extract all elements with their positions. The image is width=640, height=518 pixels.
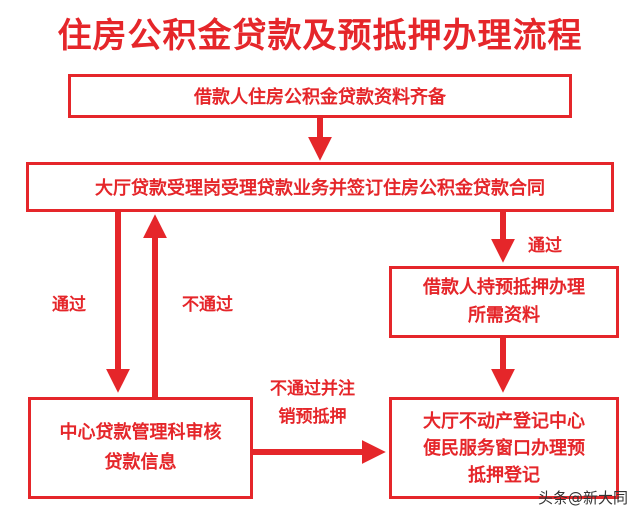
step-register-pre-mortgage-line-1: 大厅不动产登记中心 bbox=[423, 410, 585, 432]
step-center-review-line-1: 中心贷款管理科审核 bbox=[59, 422, 222, 443]
edge-label-pass-right: 通过 bbox=[528, 236, 562, 256]
step-prepare-materials-line-1: 借款人持预抵押办理 bbox=[423, 277, 585, 298]
step-register-pre-mortgage-line-3: 抵押登记 bbox=[468, 464, 540, 486]
watermark: 头条@新大同 bbox=[537, 489, 628, 507]
edge-label-fail-cancel-line-1: 不通过并注 bbox=[270, 379, 355, 399]
step-register-pre-mortgage: 大厅不动产登记中心 便民服务窗口办理预 抵押登记 bbox=[389, 397, 619, 499]
edge-label-fail-cancel-line-2: 销预抵押 bbox=[278, 407, 347, 427]
step-hall-acceptance: 大厅贷款受理岗受理贷款业务并签订住房公积金贷款合同 bbox=[26, 162, 614, 212]
edge-label-fail-left: 不通过 bbox=[182, 295, 233, 315]
edge-label-fail-cancel: 不通过并注 销预抵押 bbox=[270, 375, 355, 431]
step-hall-acceptance-label: 大厅贷款受理岗受理贷款业务并签订住房公积金贷款合同 bbox=[95, 178, 545, 199]
edge-label-pass-left: 通过 bbox=[52, 295, 86, 315]
step-center-review: 中心贷款管理科审核 贷款信息 bbox=[28, 397, 253, 499]
step-materials-ready: 借款人住房公积金贷款资料齐备 bbox=[68, 74, 572, 118]
page-title: 住房公积金贷款及预抵押办理流程 bbox=[57, 16, 583, 56]
step-register-pre-mortgage-line-2: 便民服务窗口办理预 bbox=[423, 437, 585, 459]
step-prepare-materials-line-2: 所需资料 bbox=[468, 305, 540, 326]
step-center-review-line-2: 贷款信息 bbox=[104, 452, 177, 473]
step-materials-ready-label: 借款人住房公积金贷款资料齐备 bbox=[194, 87, 446, 108]
step-prepare-materials: 借款人持预抵押办理 所需资料 bbox=[389, 266, 619, 338]
